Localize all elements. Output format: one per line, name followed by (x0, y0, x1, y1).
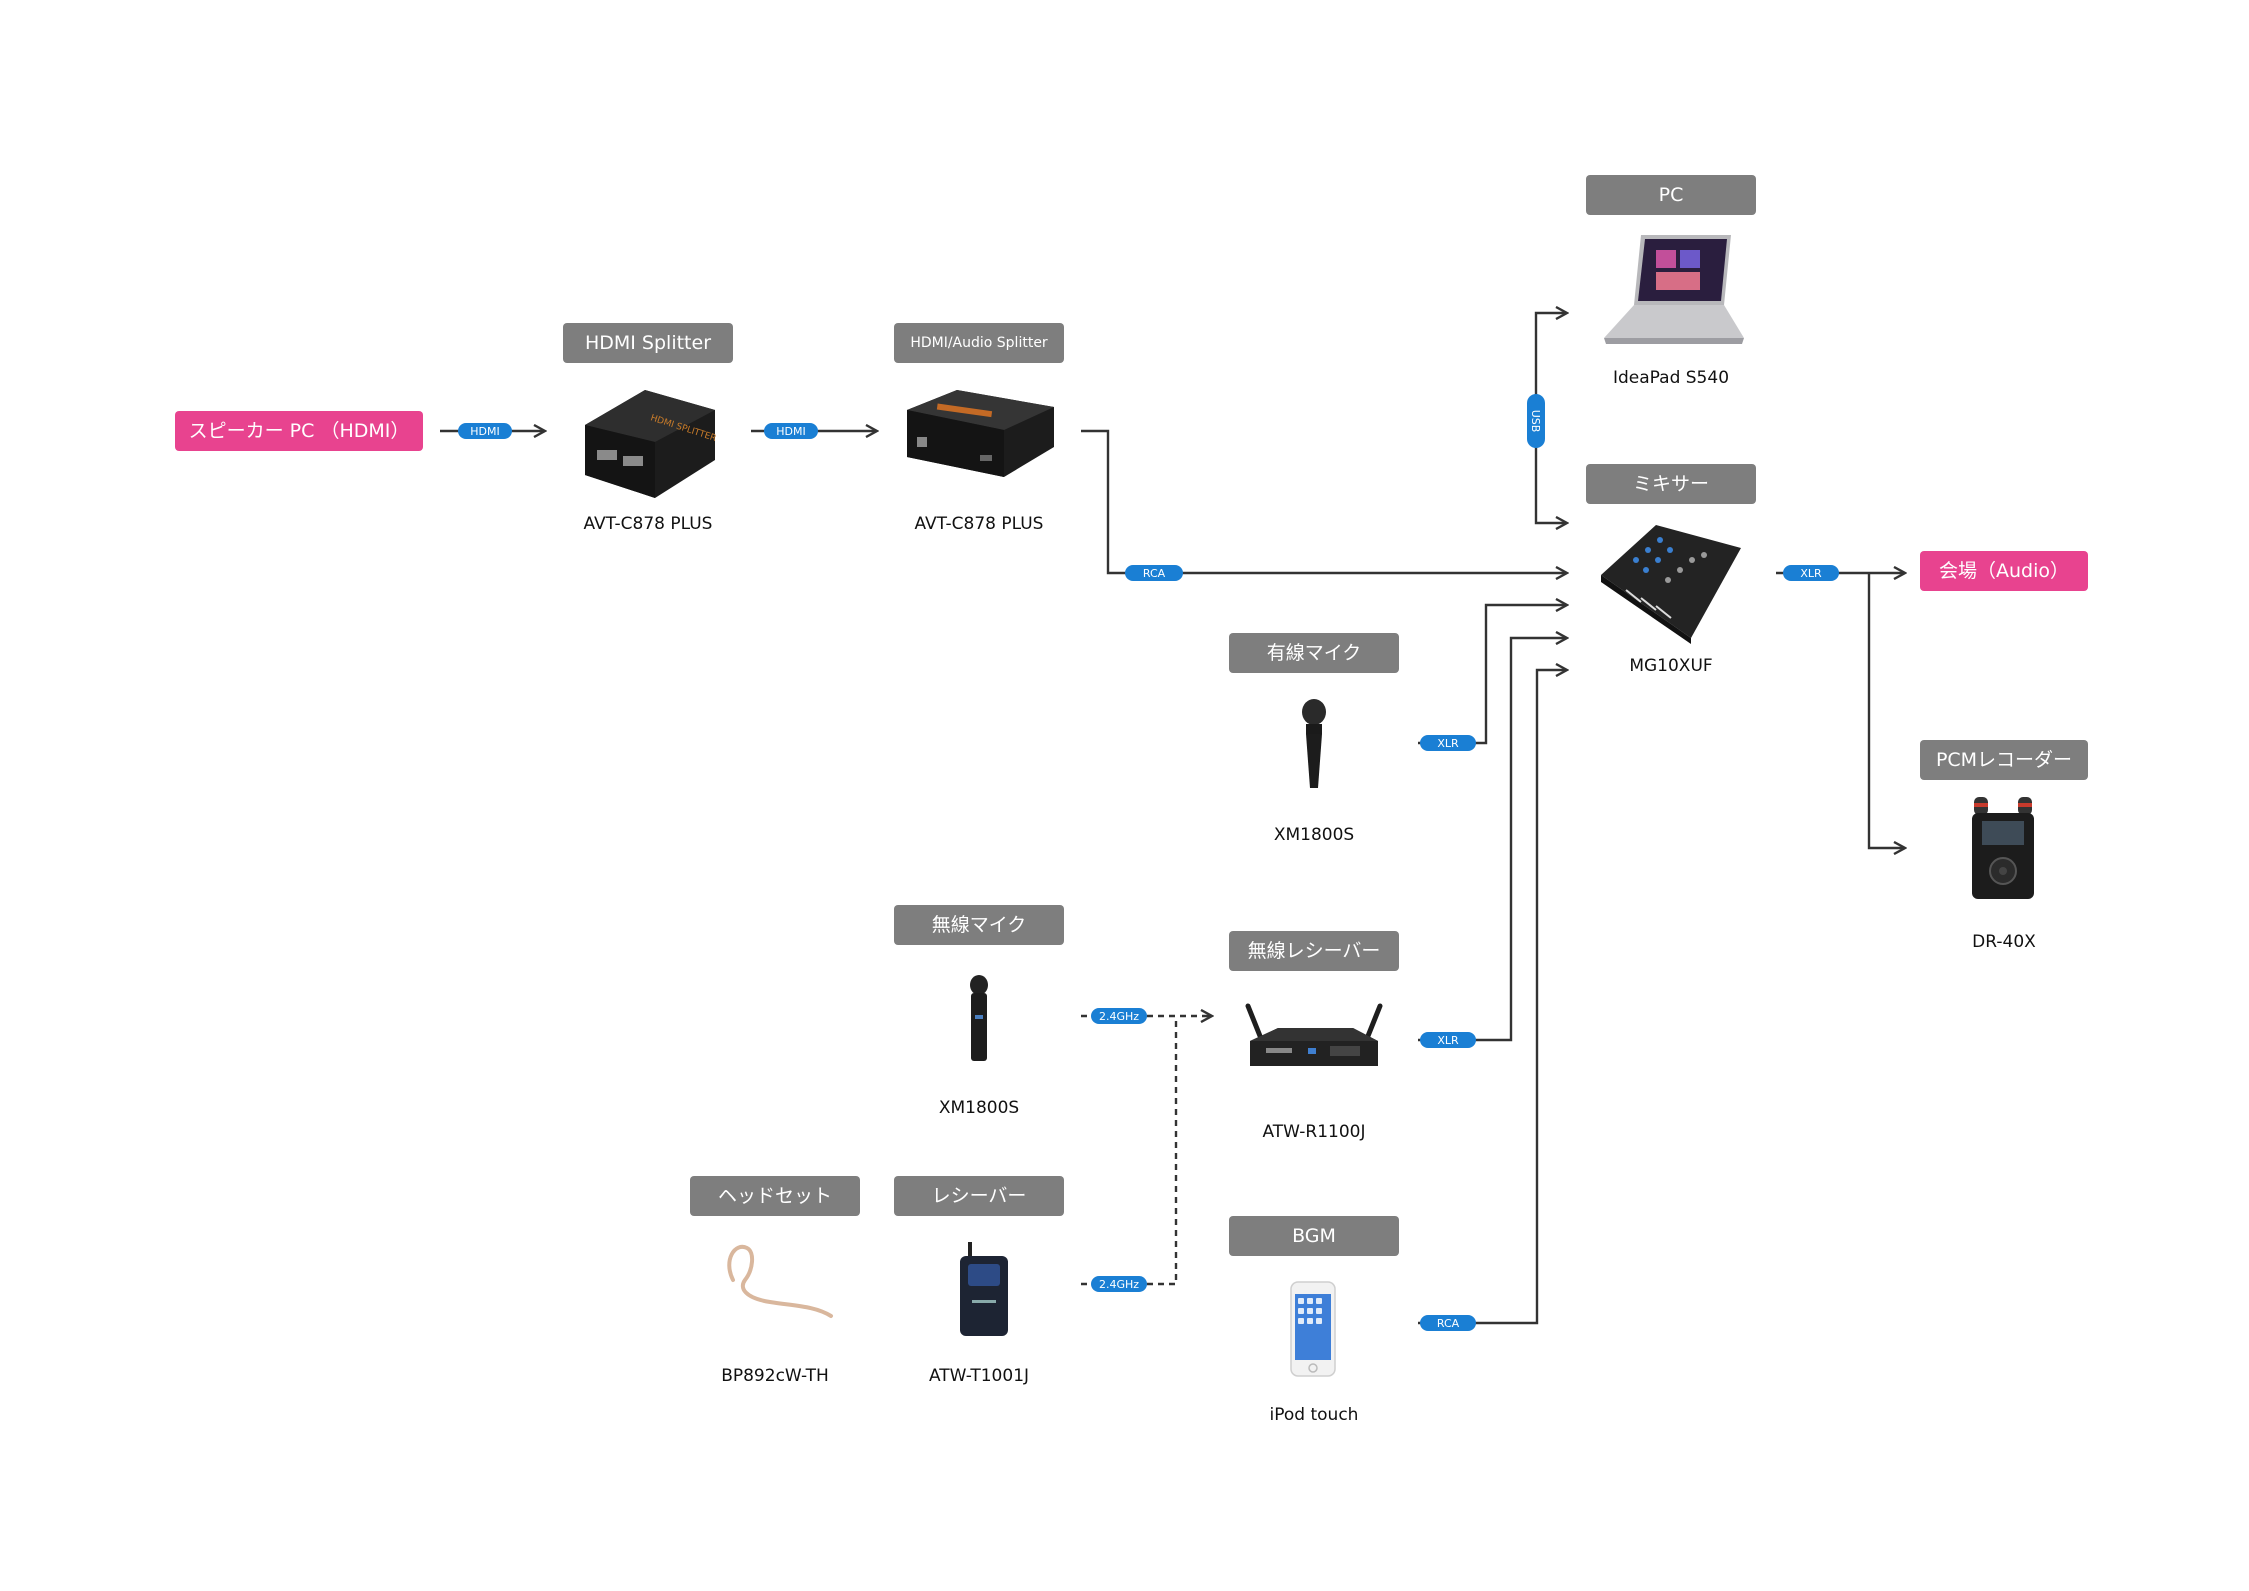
headset-label: ヘッドセット (690, 1176, 860, 1216)
wireless-receiver-image (1245, 1003, 1383, 1066)
pill-rca-bgm-text: RCA (1437, 1317, 1460, 1330)
pill-hdmi-1-text: HDMI (470, 425, 499, 438)
pc-model: IdeaPad S540 (1612, 368, 1730, 388)
hdmi-splitter-image: HDMI SPLITTER (585, 390, 717, 498)
wire-xlr-wired (1418, 605, 1567, 745)
pill-usb-text: USB (1529, 410, 1542, 433)
headset-model: BP892cW-TH (721, 1366, 829, 1386)
wire-xlr-recorder (1867, 573, 1905, 848)
receiver-model: ATW-T1001J (928, 1366, 1030, 1386)
wireless-mic-model: XM1800S (938, 1098, 1020, 1118)
pill-rca-main: RCA (1125, 565, 1183, 581)
pill-xlr-out: XLR (1783, 565, 1839, 581)
bodypack-image (960, 1242, 1008, 1336)
bgm-label: BGM (1229, 1216, 1399, 1256)
wire-usb-mixer (1534, 420, 1567, 523)
mixer-model: MG10XUF (1629, 656, 1713, 676)
wireless-receiver-label: 無線レシーバー (1229, 931, 1399, 971)
pill-xlr-wired-text: XLR (1437, 737, 1459, 750)
venue-output: 会場（Audio） (1920, 551, 2088, 591)
recorder-image (1972, 797, 2034, 899)
wireless-mic-label: 無線マイク (894, 905, 1064, 945)
hdmi-splitter-label: HDMI Splitter (563, 323, 733, 363)
wired-mic-model: XM1800S (1273, 825, 1355, 845)
pill-xlr-wireless-text: XLR (1437, 1034, 1459, 1047)
wire-xlr-wireless (1418, 638, 1567, 1042)
audio-splitter-model: AVT-C878 PLUS (914, 514, 1044, 534)
bgm-model: iPod touch (1269, 1405, 1359, 1425)
wire-rca-main (1081, 429, 1567, 573)
pill-24ghz-mic: 2.4GHz (1091, 1008, 1147, 1024)
speaker-pc-source: スピーカー PC （HDMI） (175, 411, 423, 451)
audio-splitter-image (907, 390, 1054, 477)
pc-label: PC (1586, 175, 1756, 215)
wire-rca-bgm (1418, 670, 1567, 1325)
pill-rca-bgm: RCA (1420, 1315, 1476, 1331)
pill-xlr-wireless: XLR (1420, 1032, 1476, 1048)
pill-hdmi-1: HDMI (458, 423, 512, 439)
pill-xlr-wired: XLR (1420, 735, 1476, 751)
mixer-image (1601, 525, 1741, 644)
hdmi-splitter-model: AVT-C878 PLUS (583, 514, 713, 534)
wireless-mic-image (970, 975, 988, 1061)
pill-hdmi-2: HDMI (764, 423, 818, 439)
pill-xlr-out-text: XLR (1800, 567, 1822, 580)
wired-mic-label: 有線マイク (1229, 633, 1399, 673)
wire-usb-pc (1534, 313, 1567, 420)
laptop-image (1604, 235, 1744, 344)
pill-24ghz-headset-text: 2.4GHz (1099, 1278, 1139, 1291)
pill-24ghz-headset: 2.4GHz (1091, 1276, 1147, 1292)
wireless-receiver-model: ATW-R1100J (1262, 1122, 1366, 1142)
pcm-recorder-label: PCMレコーダー (1920, 740, 2088, 780)
wire-24ghz-headset (1081, 1016, 1178, 1286)
pill-24ghz-mic-text: 2.4GHz (1099, 1010, 1139, 1023)
ipod-image (1290, 1281, 1336, 1377)
receiver-label: レシーバー (894, 1176, 1064, 1216)
wired-mic-image (1302, 699, 1326, 788)
mixer-label: ミキサー (1586, 464, 1756, 504)
pcm-recorder-model: DR-40X (1972, 932, 2036, 952)
pill-hdmi-2-text: HDMI (776, 425, 805, 438)
pill-usb: USB (1527, 394, 1545, 448)
audio-splitter-label: HDMI/Audio Splitter (894, 323, 1064, 363)
headset-image (727, 1244, 833, 1318)
pill-rca-main-text: RCA (1143, 567, 1166, 580)
